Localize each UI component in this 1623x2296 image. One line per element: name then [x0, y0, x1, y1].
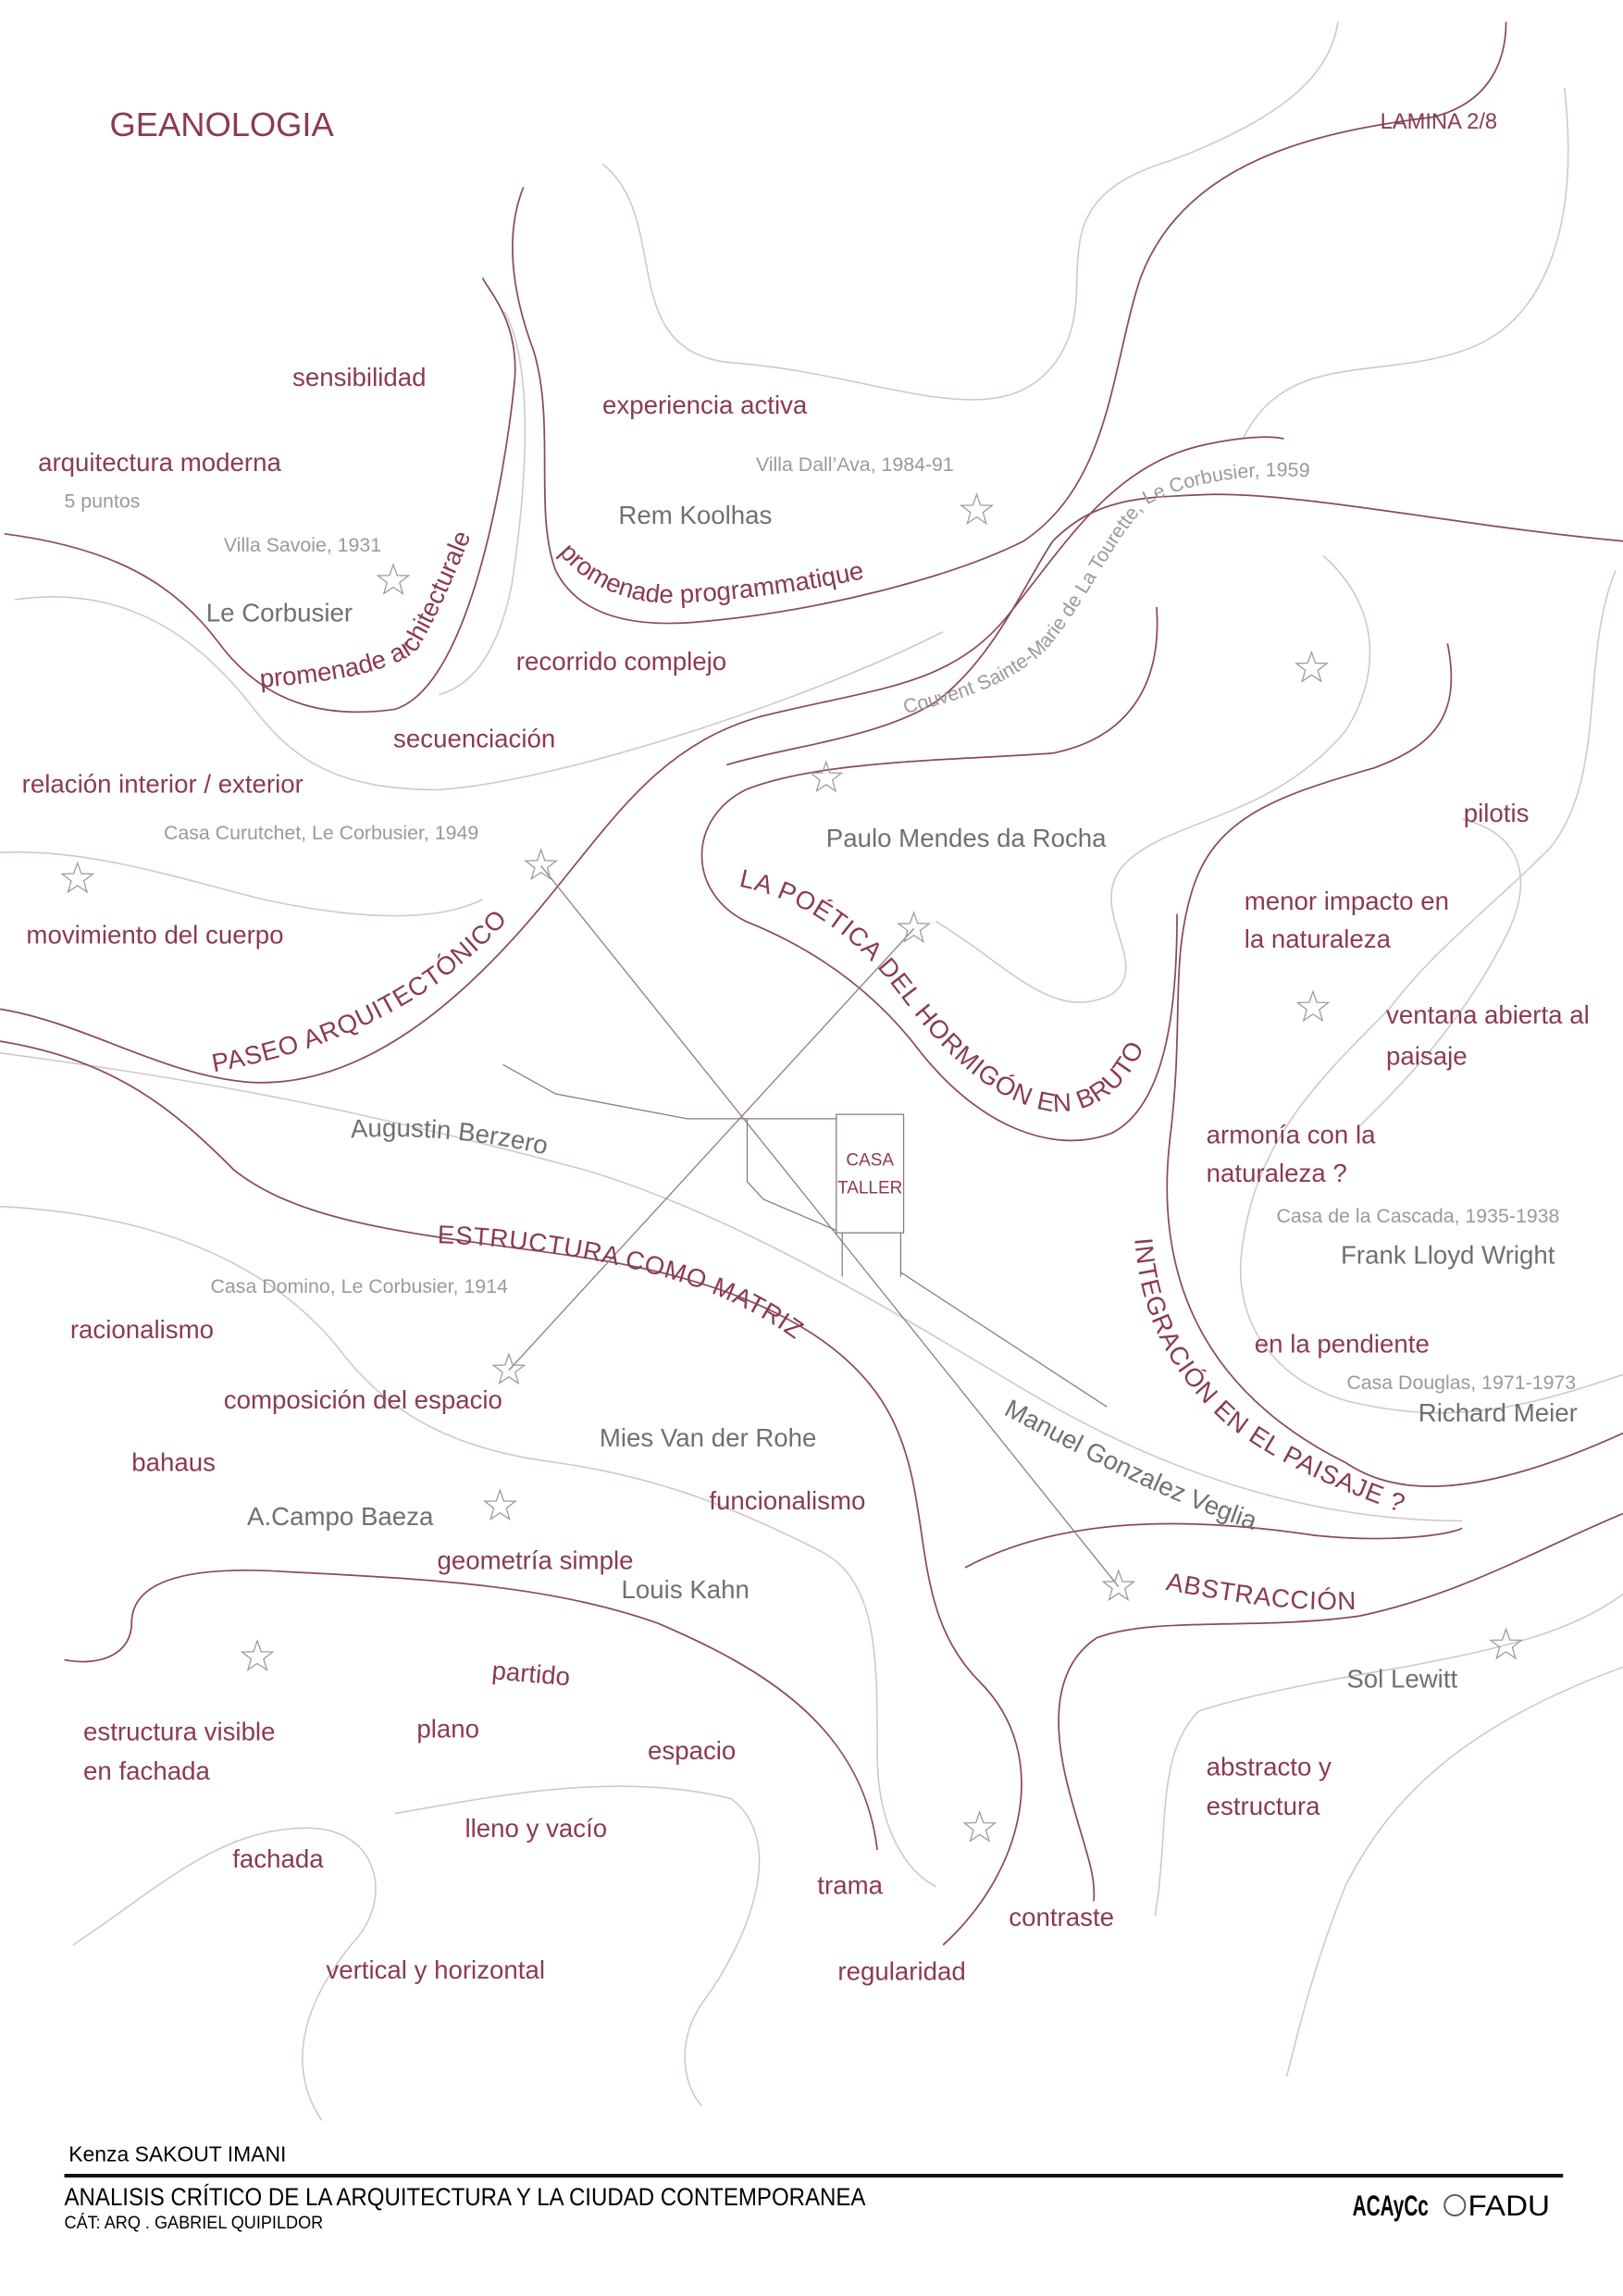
concept-label: armonía con la — [1207, 1121, 1376, 1149]
casa-taller-label-1: CASA — [846, 1150, 894, 1170]
concept-label: lleno y vacío — [465, 1814, 607, 1843]
fadu-logo: FADU — [1468, 2189, 1550, 2222]
chair-name: CÁT: ARQ . GABRIEL QUIPILDOR — [65, 2214, 324, 2233]
concept-label: movimiento del cuerpo — [26, 920, 283, 949]
concept-label: pilotis — [1464, 799, 1530, 827]
concept-labels: sensibilidad arquitectura moderna experi… — [22, 363, 1590, 1985]
architect-label: Rem Koolhas — [618, 501, 772, 529]
work-labels: 5 puntos Villa Savoie, 1931 Villa Dall’A… — [65, 453, 1577, 1394]
work-label: Casa de la Cascada, 1935-1938 — [1276, 1205, 1559, 1227]
concept-label: vertical y horizontal — [326, 1955, 545, 1984]
casa-taller-block: CASA TALLER — [836, 1113, 905, 1277]
concept-label: en fachada — [83, 1756, 210, 1785]
star-icon — [483, 1488, 517, 1521]
theme-poetica-hormigon: LA POÉTICA DEL HORMIGÓN EN BRUTO — [737, 863, 1150, 1117]
star-icon — [1101, 1569, 1136, 1602]
concept-label: regularidad — [837, 1957, 965, 1986]
architect-label: Mies Van der Rohe — [600, 1423, 817, 1452]
concept-label: fachada — [232, 1844, 324, 1873]
footer: Kenza SAKOUT IMANI ANALISIS CRÍTICO DE L… — [64, 2142, 1564, 2233]
concept-label: relación interior / exterior — [22, 770, 304, 799]
concept-label: trama — [817, 1870, 883, 1899]
star-icon — [962, 1809, 997, 1843]
architect-labels: Le Corbusier Rem Koolhas Paulo Mendes da… — [206, 501, 1578, 1694]
concept-label: arquitectura moderna — [38, 448, 281, 477]
architect-label: Frank Lloyd Wright — [1341, 1240, 1555, 1269]
concept-label: abstracto y — [1207, 1752, 1332, 1781]
work-label: 5 puntos — [65, 490, 141, 512]
star-icon — [1489, 1627, 1523, 1660]
concept-label: la naturaleza — [1245, 925, 1392, 953]
connector-lines — [502, 865, 1120, 1587]
concept-label: sensibilidad — [292, 363, 426, 391]
star-icon — [60, 861, 95, 894]
concept-label: bahaus — [131, 1448, 216, 1477]
concept-label: contraste — [1009, 1903, 1114, 1931]
star-icon — [524, 848, 559, 881]
concept-label: ventana abierta al — [1386, 1000, 1590, 1029]
work-label: Casa Douglas, 1971-1973 — [1346, 1371, 1576, 1394]
concept-label: secuenciación — [393, 725, 555, 753]
author-name: Kenza SAKOUT IMANI — [68, 2142, 286, 2166]
architect-label: Paulo Mendes da Rocha — [826, 824, 1107, 852]
work-label: Villa Dall’Ava, 1984-91 — [756, 453, 954, 476]
concept-label: recorrido complejo — [516, 647, 726, 676]
theme-abstraccion: ABSTRACCIÓN — [1164, 1567, 1357, 1615]
architect-label: Louis Kahn — [622, 1575, 750, 1604]
concept-label: geometría simple — [437, 1546, 633, 1575]
fadu-seal-icon — [1443, 2193, 1467, 2216]
architect-label: Le Corbusier — [206, 599, 353, 627]
concept-label: racionalismo — [70, 1315, 214, 1344]
concept-label: estructura visible — [83, 1717, 275, 1745]
theme-promenade-programmatique: promenade programmatique — [554, 538, 866, 609]
star-icon — [809, 760, 844, 793]
star-markers — [60, 492, 1523, 1843]
architect-label: Richard Meier — [1419, 1398, 1578, 1427]
concept-label: funcionalismo — [709, 1486, 865, 1515]
star-icon — [960, 492, 994, 526]
page-title: GEANOLOGIA — [110, 105, 335, 143]
footer-divider — [64, 2173, 1564, 2178]
course-title: ANALISIS CRÍTICO DE LA ARQUITECTURA Y LA… — [65, 2183, 866, 2211]
concept-label: paisaje — [1386, 1041, 1468, 1070]
concept-label: espacio — [648, 1736, 736, 1765]
concept-label: composición del espacio — [224, 1385, 502, 1414]
sheet-number: LAMINA 2/8 — [1381, 110, 1497, 134]
work-label: Casa Domino, Le Corbusier, 1914 — [211, 1275, 508, 1297]
work-label: Villa Savoie, 1931 — [224, 534, 381, 556]
concept-label: plano — [416, 1714, 479, 1743]
star-icon — [1295, 650, 1329, 683]
architect-berzero: Augustin Berzero — [350, 1113, 551, 1160]
star-icon — [491, 1352, 527, 1385]
star-icon — [240, 1639, 275, 1671]
concept-label: experiencia activa — [602, 391, 808, 419]
architect-label: Sol Lewitt — [1346, 1665, 1457, 1694]
concept-label: partido — [490, 1656, 571, 1691]
star-icon — [1295, 989, 1331, 1023]
concept-label: en la pendiente — [1255, 1330, 1430, 1359]
architect-label: A.Campo Baeza — [247, 1502, 434, 1531]
star-icon — [897, 911, 931, 944]
concept-label: naturaleza ? — [1207, 1159, 1347, 1187]
concept-label: menor impacto en — [1245, 887, 1449, 915]
concept-label: estructura — [1207, 1792, 1321, 1820]
star-icon — [376, 563, 411, 595]
theme-contour-lines — [0, 21, 1623, 1946]
work-label: Casa Curutchet, Le Corbusier, 1949 — [164, 822, 478, 844]
background-contour-lines — [0, 21, 1623, 2121]
acaycc-logo: ACAyCc — [1353, 2189, 1429, 2222]
casa-taller-label-2: TALLER — [837, 1178, 902, 1198]
